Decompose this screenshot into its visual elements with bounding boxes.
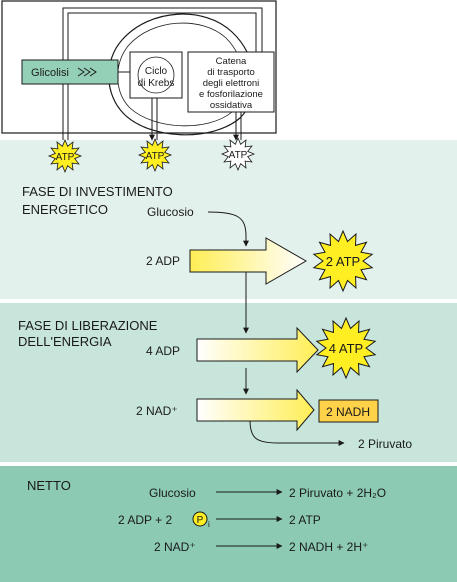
release-nadh-arrow <box>196 388 315 432</box>
release-title-1: FASE DI LIBERAZIONE <box>18 318 158 333</box>
chain-label-1: Catena <box>216 56 247 67</box>
rail-top-2 <box>67 12 257 60</box>
band-divider-1 <box>0 299 457 303</box>
phosphate-subscript: i <box>208 520 210 529</box>
atp-burst-chain-label: ATP <box>229 150 248 161</box>
investment-atp-burst: 2 ATP <box>312 229 374 293</box>
chain-label-2: di trasporto <box>207 67 255 78</box>
net-row3-left: 2 NAD⁺ <box>154 540 196 554</box>
release-nadh-box <box>318 399 379 423</box>
net-row3-right: 2 NADH + 2H⁺ <box>289 540 368 554</box>
atp-burst-krebs: ATP <box>137 137 173 173</box>
band-investment <box>0 140 457 300</box>
atp-burst-chain: ATP <box>220 136 256 172</box>
glycolysis-box <box>21 59 119 85</box>
chain-box <box>187 51 275 113</box>
investment-title-2: ENERGETICO <box>22 202 108 217</box>
investment-glucose: Glucosio <box>147 205 194 219</box>
investment-arrow <box>189 237 308 285</box>
krebs-label-2: di Krebs <box>138 78 175 89</box>
glycolysis-chevrons-icon <box>77 67 97 77</box>
release-pyruvate: 2 Piruvato <box>358 437 412 451</box>
krebs-cycle-icon <box>137 56 175 94</box>
release-atp-arrow <box>196 326 319 374</box>
net-row2-right: 2 ATP <box>289 513 321 527</box>
atp-burst-glycolysis: ATP <box>47 138 83 174</box>
atp-burst-krebs-label: ATP <box>146 151 165 162</box>
net-row1-left: Glucosio <box>149 486 196 500</box>
chain-label-4: e fosforilazione <box>199 89 263 100</box>
glucose-arrow <box>207 211 249 247</box>
pyruvate-arrow <box>249 419 345 446</box>
investment-atp-label: 2 ATP <box>326 254 360 269</box>
release-atp-burst: 4 ATP <box>315 316 377 380</box>
investment-title-1: FASE DI INVESTIMENTO <box>22 184 173 199</box>
glycolysis-label: Glicolisi <box>31 67 69 79</box>
band-divider-2 <box>0 462 457 466</box>
net-title: NETTO <box>27 478 71 493</box>
band-release <box>0 302 457 462</box>
release-adp: 4 ADP <box>146 344 180 358</box>
krebs-box <box>129 51 183 99</box>
release-title-2: DELL'ENERGIA <box>18 334 112 349</box>
chain-label-5: ossidativa <box>210 100 253 111</box>
phosphate-circle <box>192 511 208 527</box>
band-net <box>0 466 457 582</box>
atp-burst-glycolysis-label: ATP <box>56 152 75 163</box>
phosphate-circle-label: P <box>197 515 204 526</box>
release-nad: 2 NAD⁺ <box>136 404 178 418</box>
rail-top-1 <box>62 7 263 60</box>
krebs-label-1: Ciclo <box>145 66 168 77</box>
net-row1-right: 2 Piruvato + 2H₂O <box>289 486 386 500</box>
mitochondrion-outline <box>108 13 255 136</box>
release-nadh-label: 2 NADH <box>326 405 370 419</box>
investment-adp: 2 ADP <box>146 254 180 268</box>
release-atp-label: 4 ATP <box>329 341 363 356</box>
net-row2-left: 2 ADP + 2 <box>118 513 172 527</box>
chain-label-3: degli elettroni <box>203 78 260 89</box>
